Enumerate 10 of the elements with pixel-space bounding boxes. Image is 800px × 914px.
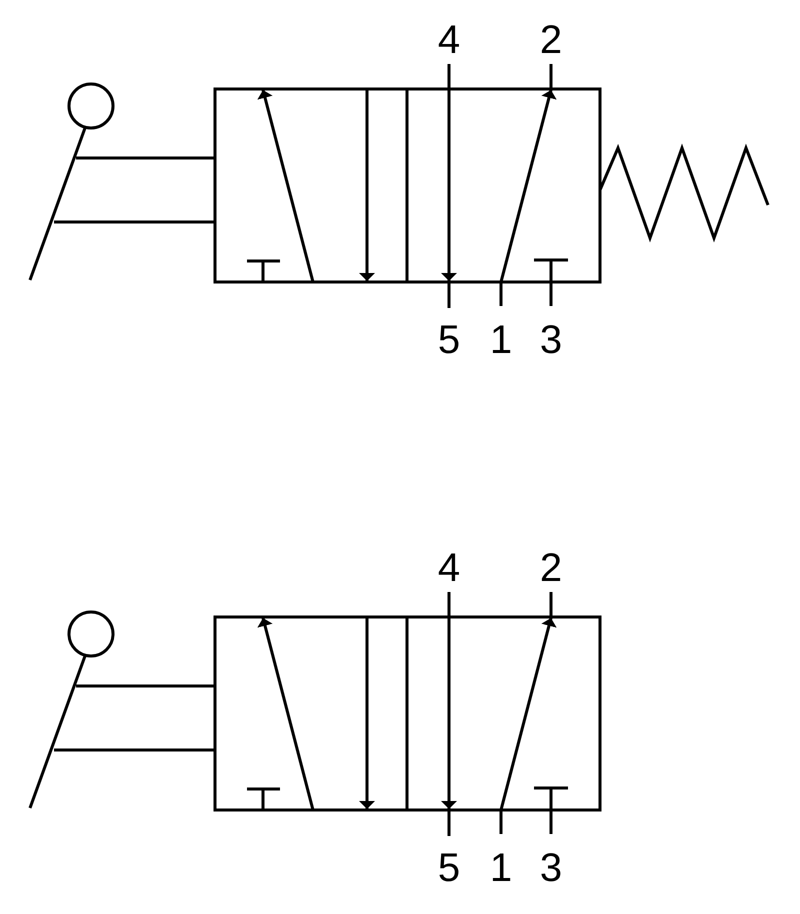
port-number: 4 [438, 20, 460, 60]
port-number: 4 [438, 548, 460, 588]
port-number: 2 [540, 548, 562, 588]
port-number: 1 [490, 320, 512, 360]
port-number: 5 [438, 848, 460, 888]
port-number: 3 [540, 848, 562, 888]
port-number: 5 [438, 320, 460, 360]
port-number: 3 [540, 320, 562, 360]
port-number: 1 [490, 848, 512, 888]
port-number: 2 [540, 20, 562, 60]
